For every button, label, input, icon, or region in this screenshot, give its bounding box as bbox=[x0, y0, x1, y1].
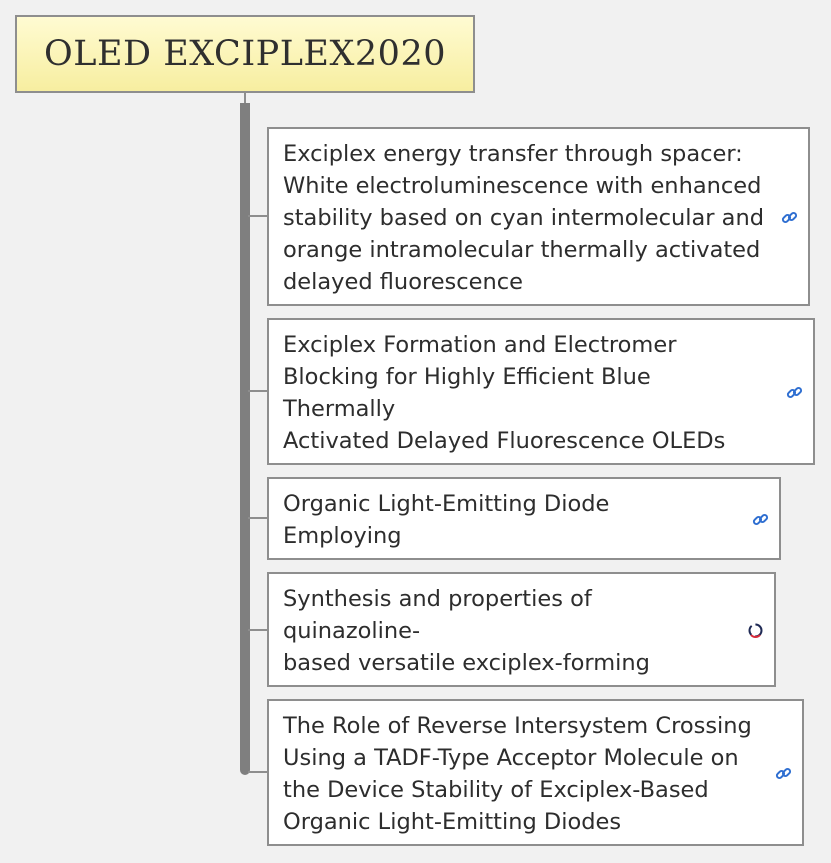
subtopic-text: Organic Light-Emitting Diode Employing M… bbox=[283, 491, 610, 558]
central-topic-title: OLED EXCIPLEX2020 bbox=[44, 34, 446, 74]
branch-connector bbox=[248, 517, 268, 519]
branch-connector bbox=[248, 215, 268, 217]
reference-icon[interactable] bbox=[747, 622, 764, 639]
subtopic-node[interactable]: Exciplex energy transfer through spacer:… bbox=[267, 127, 810, 306]
subtopic-node[interactable]: Organic Light-Emitting Diode Employing M… bbox=[267, 477, 781, 560]
link-icon[interactable] bbox=[781, 209, 798, 226]
link-icon[interactable] bbox=[775, 765, 792, 782]
subtopic-text: The Role of Reverse Intersystem Crossing… bbox=[283, 713, 752, 835]
subtopic-node[interactable]: Synthesis and properties of quinazoline-… bbox=[267, 572, 776, 687]
root-connector bbox=[244, 93, 246, 105]
central-topic[interactable]: OLED EXCIPLEX2020 bbox=[15, 15, 475, 93]
subtopic-text: Exciplex Formation and Electromer Blocki… bbox=[283, 332, 763, 463]
branch-trunk bbox=[240, 103, 250, 775]
subtopic-node[interactable]: The Role of Reverse Intersystem Crossing… bbox=[267, 699, 804, 846]
link-icon[interactable] bbox=[752, 511, 769, 528]
branch-connector bbox=[248, 390, 268, 392]
link-icon[interactable] bbox=[786, 384, 803, 401]
branch-connector bbox=[248, 629, 268, 631]
subtopic-node[interactable]: Exciplex Formation and Electromer Blocki… bbox=[267, 318, 815, 465]
branch-connector bbox=[248, 771, 268, 773]
subtopic-text: Exciplex energy transfer through spacer:… bbox=[283, 141, 765, 295]
subtopic-text: Synthesis and properties of quinazoline-… bbox=[283, 586, 650, 685]
